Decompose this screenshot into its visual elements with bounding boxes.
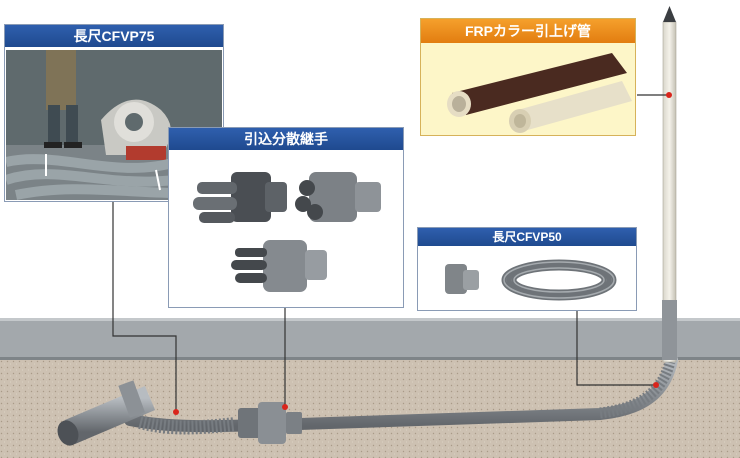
branch-joint-icon	[193, 172, 381, 292]
coiled-pipe-icon	[445, 259, 617, 301]
riser-tip	[663, 6, 676, 22]
t-branch-pipe	[57, 380, 156, 446]
panel-frp-pipe: FRPカラー引上げ管	[420, 18, 636, 136]
panel-cfvp50-title: 長尺CFVP50	[418, 228, 636, 246]
cfvp75-corrugated	[138, 415, 236, 435]
road-surface	[0, 318, 740, 360]
panel-branch-joint-title: 引込分散継手	[169, 128, 403, 150]
panel-branch-joint: 引込分散継手	[168, 127, 404, 308]
leader-markers	[173, 92, 672, 415]
main-pipe	[124, 354, 678, 433]
branch-joint-installed	[238, 402, 302, 444]
frp-pipe-icon	[422, 45, 634, 135]
leader-lines	[112, 94, 669, 412]
panel-cfvp75-title: 長尺CFVP75	[5, 25, 223, 47]
panel-cfvp50: 長尺CFVP50	[417, 227, 637, 311]
panel-frp-pipe-title: FRPカラー引上げ管	[421, 19, 635, 43]
